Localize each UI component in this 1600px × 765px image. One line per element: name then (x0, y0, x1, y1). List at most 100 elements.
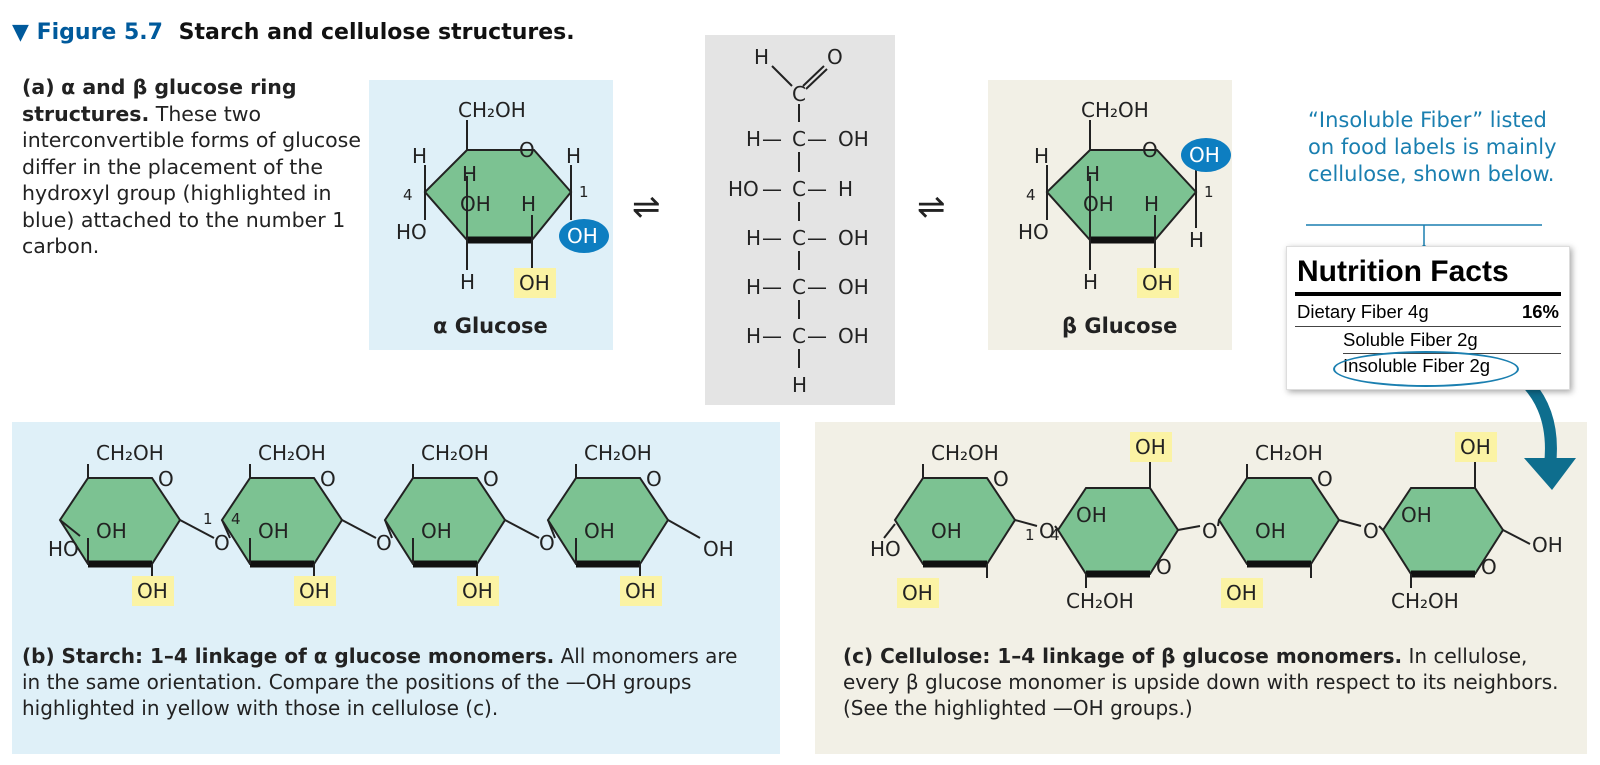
equilibrium-left-icon: ⇌ (632, 187, 661, 227)
linear-r1-c: C (792, 127, 806, 151)
cellulose-oh-3: OH (1226, 581, 1257, 605)
linear-r5-dashl: — (762, 324, 782, 348)
nutrition-facts-title: Nutrition Facts (1297, 255, 1509, 288)
starch-ring-o-1: O (158, 467, 174, 491)
linear-c1: C (792, 82, 806, 106)
linear-r2-dashr: — (807, 177, 827, 201)
cellulose-bridge-o-3: O (1363, 519, 1379, 543)
nf-divider-1 (1295, 326, 1561, 327)
starch-inner-oh-3: OH (421, 519, 452, 543)
cellulose-ch2oh-3: CH₂OH (1255, 441, 1323, 465)
starch-bridge-o-2: O (376, 531, 392, 555)
alpha-glucose-label: α Glucose (433, 314, 548, 338)
beta-oh-c1: OH (1189, 143, 1220, 167)
cellulose-ch2oh-2: CH₂OH (1066, 589, 1134, 613)
cellulose-inner-oh-2: OH (1076, 503, 1107, 527)
linear-r2-right: H (838, 177, 853, 201)
fiber-note: “Insoluble Fiber” listed on food labels … (1308, 108, 1557, 186)
starch-num-4: 4 (231, 510, 241, 528)
panel-b-text: All monomers are in the same orientation… (22, 644, 738, 720)
figure-title: ▼ Figure 5.7 Starch and cellulose struct… (12, 20, 575, 45)
linear-r1-right: OH (838, 127, 869, 151)
triangle-marker-icon: ▼ (12, 20, 29, 45)
alpha-oh-bottom: OH (519, 271, 550, 295)
starch-oh-highlight-2 (294, 576, 336, 606)
cellulose-num-1: 1 (1025, 526, 1035, 544)
alpha-ring-o: O (519, 138, 535, 162)
beta-ho-left: HO (1018, 220, 1049, 244)
alpha-c1: 1 (579, 183, 589, 201)
beta-c1: 1 (1204, 183, 1214, 201)
beta-oh-inner: OH (1083, 192, 1114, 216)
starch-ring-o-2: O (320, 467, 336, 491)
beta-h-inner: H (1085, 162, 1100, 186)
cellulose-oh-end: OH (1532, 533, 1563, 557)
nf-insoluble-circle (1333, 351, 1519, 387)
linear-glucose-structure: H O C H — C — OH HO — C — H H — C — OH H… (728, 45, 869, 397)
starch-oh-highlight-1 (132, 576, 174, 606)
cellulose-oh-highlight-3 (1221, 578, 1263, 608)
nutrition-facts-card: Nutrition Facts Dietary Fiber 4g 16% Sol… (1286, 246, 1570, 390)
linear-top-o: O (827, 45, 843, 69)
figure-caption: Starch and cellulose structures. (178, 20, 575, 45)
cellulose-ring-o-3: O (1317, 467, 1333, 491)
starch-bridge-o-3: O (539, 531, 555, 555)
starch-ho-end: HO (48, 537, 79, 561)
panel-c-caption: (c) Cellulose: 1–4 linkage of β glucose … (843, 643, 1573, 721)
starch-ring-o-3: O (483, 467, 499, 491)
starch-inner-oh-1: OH (96, 519, 127, 543)
cellulose-ring-o-1: O (993, 467, 1009, 491)
alpha-oh-c1: OH (567, 224, 598, 248)
linear-r2-c: C (792, 177, 806, 201)
starch-oh-1: OH (137, 579, 168, 603)
alpha-h-right: H (566, 144, 581, 168)
cellulose-inner-oh-1: OH (931, 519, 962, 543)
linear-r4-dashl: — (762, 275, 782, 299)
panel-a-heading: α and β glucose ring structures. (22, 75, 297, 126)
linear-r4-right: OH (838, 275, 869, 299)
linear-r1-dashr: — (807, 127, 827, 151)
alpha-h-bottom: H (460, 270, 475, 294)
cellulose-inner-oh-4: OH (1401, 503, 1432, 527)
linear-r5-c: C (792, 324, 806, 348)
panel-b-heading: (b) Starch: 1–4 linkage of α glucose mon… (22, 644, 555, 668)
linear-r5-right: OH (838, 324, 869, 348)
linear-r3-right: OH (838, 226, 869, 250)
alpha-oh-c1-highlight (559, 219, 609, 253)
beta-h-left: H (1034, 144, 1049, 168)
starch-ch2oh-2: CH₂OH (258, 441, 326, 465)
cellulose-ch2oh-4: CH₂OH (1391, 589, 1459, 613)
alpha-glucose-structure: CH₂OH O H H OH H H 4 1 HO OH H OH α Gluc… (396, 98, 609, 338)
starch-oh-end: OH (703, 537, 734, 561)
cellulose-oh-highlight-4 (1455, 432, 1497, 462)
alpha-oh-bottom-highlight (514, 268, 556, 298)
starch-ring-o-4: O (646, 467, 662, 491)
cellulose-ring-o-4: O (1481, 555, 1497, 579)
cellulose-ch2oh-1: CH₂OH (931, 441, 999, 465)
beta-ring (1045, 149, 1198, 241)
alpha-c4: 4 (403, 186, 413, 204)
linear-r4-left: H (746, 275, 761, 299)
starch-oh-2: OH (299, 579, 330, 603)
cellulose-chain: CH₂OHOOHOHOOHOHOCH₂OHOCH₂OHOOHOHOOHOHOCH… (870, 432, 1563, 613)
alpha-h-inner: H (462, 162, 477, 186)
starch-ch2oh-4: CH₂OH (584, 441, 652, 465)
nutrition-facts-bar (1295, 292, 1561, 296)
panel-a-caption: (a) α and β glucose ring structures. The… (22, 74, 362, 260)
cellulose-bridge-o-1: O (1039, 519, 1055, 543)
linear-r2-dashl: — (762, 177, 782, 201)
linear-r3-c: C (792, 226, 806, 250)
equilibrium-right-icon: ⇌ (917, 187, 946, 227)
linear-r3-left: H (746, 226, 761, 250)
cellulose-ho-end: HO (870, 537, 901, 561)
cellulose-bridge-o-2: O (1202, 519, 1218, 543)
nf-dietary-fiber-value: 16% (1521, 301, 1559, 322)
linear-top-h: H (754, 45, 769, 69)
cellulose-oh-1: OH (902, 581, 933, 605)
starch-oh-highlight-3 (457, 576, 499, 606)
alpha-h-left: H (412, 144, 427, 168)
panel-c-text: In cellulose, every β glucose monomer is… (843, 644, 1559, 720)
alpha-oh-inner: OH (460, 192, 491, 216)
linear-bottom-h: H (792, 373, 807, 397)
